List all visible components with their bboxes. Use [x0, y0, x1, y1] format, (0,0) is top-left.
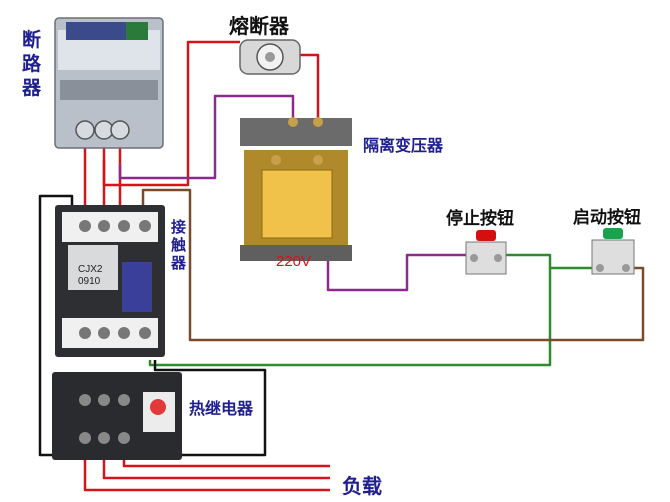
contactor [55, 205, 165, 357]
circuit-breaker [54, 17, 164, 149]
breaker-label: 断路器 [22, 29, 42, 99]
wire-black-right [150, 360, 267, 457]
wires [38, 40, 645, 492]
stop-button [465, 230, 507, 275]
wire-red-to-fuse [102, 40, 240, 187]
isolation-transformer [240, 117, 352, 261]
wire-brown [141, 188, 645, 342]
start-button-label: 启动按钮 [573, 208, 641, 228]
wire-purple-top [118, 94, 295, 180]
start-button [591, 228, 635, 275]
wire-green-stop-start [500, 253, 595, 270]
wire-red-fuse-to-transformer [300, 53, 320, 122]
load-label: 负载 [342, 474, 382, 498]
isolation-transformer-label: 隔离变压器 [363, 136, 444, 155]
contactor-model-text: CJX2 [78, 264, 103, 275]
wire-green-return [148, 268, 552, 367]
thermal-relay [52, 372, 182, 460]
contactor-rating-text: 0910 [78, 276, 101, 287]
wire-black-left [38, 194, 74, 457]
fuse-label: 熔断器 [229, 14, 289, 38]
fuse [239, 39, 301, 75]
thermal-relay-label: 热继电器 [189, 399, 254, 418]
contactor-label: 接触器 [171, 218, 187, 272]
voltage-label: 220V [276, 253, 312, 270]
stop-button-label: 停止按钮 [446, 209, 514, 229]
